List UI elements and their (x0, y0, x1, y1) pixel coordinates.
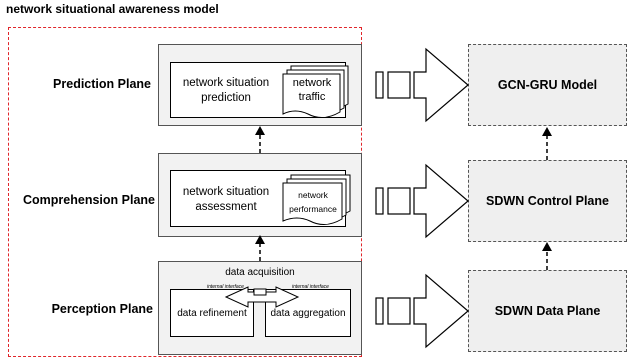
data-acquisition-label: data acquisition (225, 267, 295, 278)
mapping-arrow-prediction (375, 47, 469, 123)
arrowhead-to-model (542, 127, 552, 136)
arrowhead-to-prediction (255, 126, 265, 135)
label-perception-plane: Perception Plane (51, 302, 153, 316)
diagram-title: network situational awareness model (6, 2, 219, 16)
mapping-arrow-perception (375, 273, 469, 349)
mapping-arrow-comprehension (375, 163, 469, 239)
network-traffic-document-icon (282, 65, 349, 118)
network-traffic-text: network traffic (292, 77, 332, 103)
prediction-process-text: network situation prediction (182, 77, 270, 104)
data-aggregation-box: data aggregation (265, 289, 351, 337)
arrowhead-to-comprehension (255, 235, 265, 244)
internal-interface-right-label: internal interface (292, 284, 329, 290)
sdwn-control-plane-box: SDWN Control Plane (468, 160, 627, 242)
network-performance-document-icon (282, 174, 351, 225)
network-performance-text: network performance (289, 190, 337, 214)
comprehension-process-text: network situation assessment (182, 186, 270, 213)
arrowhead-to-control (542, 242, 552, 251)
label-prediction-plane: Prediction Plane (53, 77, 151, 91)
internal-interface-double-arrow (224, 286, 300, 308)
sdwn-data-plane-box: SDWN Data Plane (468, 270, 627, 352)
label-comprehension-plane: Comprehension Plane (23, 193, 155, 207)
gcn-gru-model-box: GCN-GRU Model (468, 44, 627, 126)
internal-interface-left-label: internal interface (207, 284, 244, 290)
